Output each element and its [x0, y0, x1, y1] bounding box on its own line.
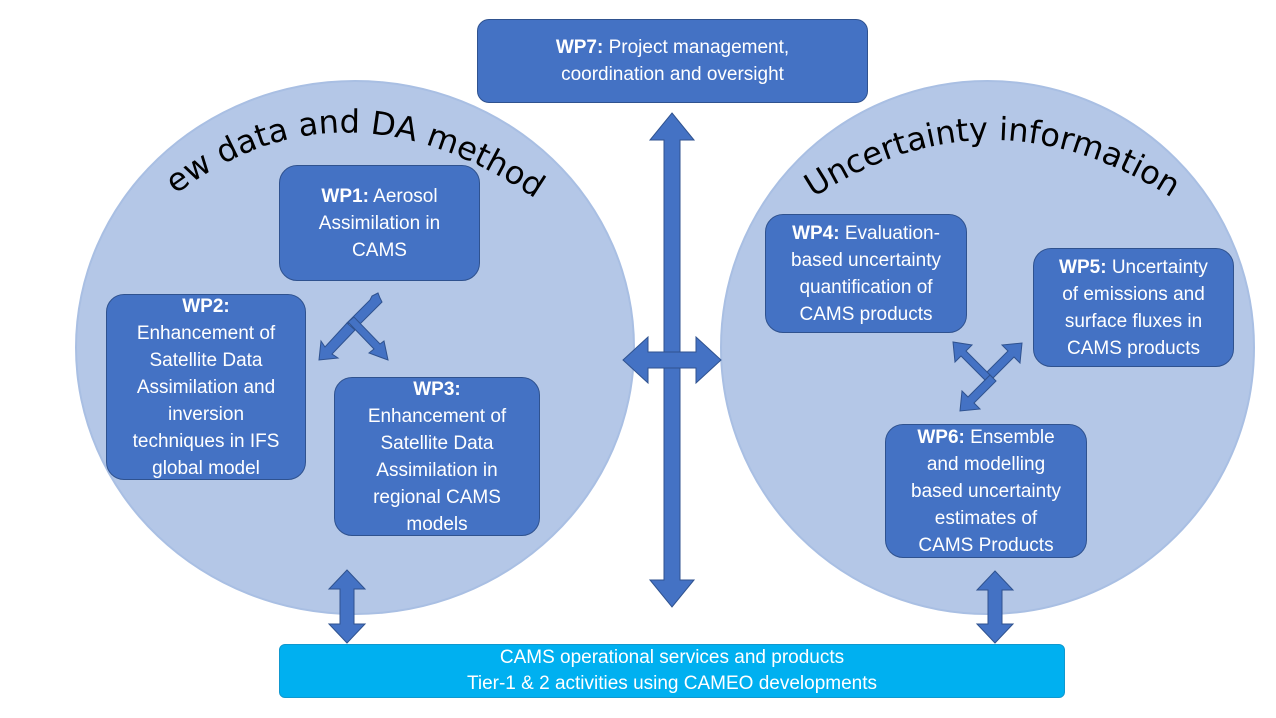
wp2-line: techniques in IFS: [132, 430, 280, 452]
wp5-line: surface fluxes in: [1064, 310, 1203, 332]
wp6-line: and modelling: [926, 453, 1046, 475]
wp5-label: WP5:: [1059, 256, 1107, 278]
wp1-text-2: Assimilation in: [318, 212, 441, 234]
cams-line-1: CAMS operational services and products: [499, 647, 845, 668]
wp7-label: WP7:: [555, 37, 604, 58]
left-cams-arrow: [327, 569, 367, 644]
left-tri-arrow: [318, 292, 389, 361]
wp7-box: WP7: Project management, coordination an…: [477, 19, 868, 103]
wp3-box: WP3: Enhancement of Satellite Data Assim…: [334, 377, 540, 536]
wp1-text-3: CAMS: [352, 239, 407, 261]
wp1-label: WP1:: [321, 185, 369, 207]
right-heading: Uncertainty information: [798, 110, 1188, 205]
wp7-text-2: coordination and oversight: [561, 64, 784, 85]
wp5-line: CAMS products: [1066, 337, 1201, 359]
wp6-line: based uncertainty: [911, 480, 1061, 502]
wp2-line: Assimilation and: [136, 376, 276, 398]
right-tri-arrow: [952, 341, 1023, 412]
wp2-line: Satellite Data: [149, 349, 263, 371]
wp5-text: Uncertainty: [1111, 256, 1208, 278]
wp3-line: models: [406, 513, 468, 535]
wp2-line: Enhancement of: [136, 322, 276, 344]
wp3-line: Assimilation in: [376, 459, 498, 481]
wp6-box: WP6: Ensemble and modelling based uncert…: [885, 424, 1087, 558]
wp3-label: WP3:: [413, 378, 461, 400]
wp6-line: CAMS Products: [918, 534, 1054, 556]
wp1-box: WP1: Aerosol Assimilation in CAMS: [279, 165, 480, 281]
central-horizontal-arrow: [622, 335, 722, 385]
wp5-line: of emissions and: [1062, 283, 1205, 305]
cams-line-2: Tier-1 & 2 activities using CAMEO develo…: [466, 673, 878, 694]
wp2-line: inversion: [167, 403, 245, 425]
wp4-text: Evaluation-: [844, 222, 940, 244]
wp4-label: WP4:: [792, 222, 840, 244]
wp2-label: WP2:: [182, 295, 230, 317]
wp3-line: regional CAMS: [373, 486, 501, 508]
wp3-line: Satellite Data: [380, 432, 494, 454]
wp3-line: Enhancement of: [367, 405, 507, 427]
wp4-line: CAMS products: [799, 303, 933, 325]
wp6-text: Ensemble: [970, 426, 1055, 448]
wp6-label: WP6:: [917, 426, 965, 448]
wp6-line: estimates of: [934, 507, 1038, 529]
wp1-text: Aerosol: [373, 185, 438, 207]
cams-services-bar: CAMS operational services and products T…: [279, 644, 1065, 698]
wp7-text: Project management,: [608, 37, 790, 58]
wp2-box: WP2: Enhancement of Satellite Data Assim…: [106, 294, 306, 480]
wp2-line: global model: [152, 457, 260, 479]
wp4-line: quantification of: [799, 276, 933, 298]
right-cams-arrow: [975, 570, 1015, 644]
wp5-box: WP5: Uncertainty of emissions and surfac…: [1033, 248, 1234, 367]
wp4-box: WP4: Evaluation- based uncertainty quant…: [765, 214, 967, 333]
wp4-line: based uncertainty: [791, 249, 941, 271]
